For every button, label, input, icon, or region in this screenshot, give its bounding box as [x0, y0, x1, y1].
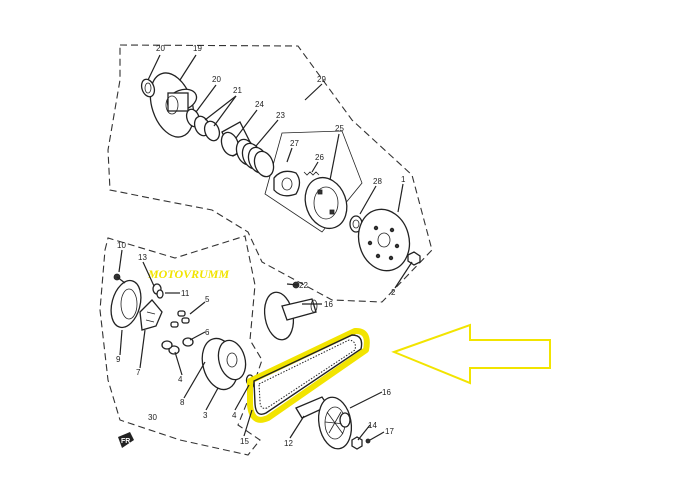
- cover-plate-part-9: [110, 279, 142, 329]
- part-label: 1: [401, 175, 406, 184]
- part-label: 15: [240, 437, 249, 446]
- fan-pulley-part-16b: [317, 396, 353, 450]
- part-label: 13: [138, 253, 147, 262]
- part-label: 6: [205, 328, 210, 337]
- part-label: 11: [181, 289, 190, 298]
- spring-part-23: [235, 138, 275, 178]
- part-label: 9: [116, 355, 121, 364]
- part-label: 4: [178, 375, 183, 384]
- part-label: 27: [290, 139, 299, 148]
- clutch-drum-part-1: [357, 208, 411, 272]
- part-label: 30: [148, 413, 157, 422]
- watermark-text: MOTOVRUMM: [147, 267, 229, 281]
- nut-part-14: [351, 436, 363, 450]
- front-marker-label: FR: [121, 438, 130, 445]
- part-label: 22: [299, 281, 308, 290]
- part-label: 23: [276, 111, 285, 120]
- bolt-part-10: [113, 273, 126, 284]
- part-label: 26: [315, 153, 324, 162]
- part-label: 28: [373, 177, 382, 186]
- slider-parts-5: [170, 310, 190, 328]
- highlight-arrow: [391, 323, 551, 385]
- part-label: 5: [205, 295, 210, 304]
- part-label: 24: [255, 100, 264, 109]
- leader-lines: [118, 54, 413, 441]
- part-label: 14: [368, 421, 377, 430]
- part-label: 16: [324, 300, 333, 309]
- part-label: 19: [193, 44, 202, 53]
- part-label: 3: [203, 411, 208, 420]
- nut-part-2: [407, 251, 421, 266]
- spring-part-26: [303, 171, 320, 176]
- part-label: 21: [233, 86, 242, 95]
- fixed-sheave-part: [149, 72, 198, 138]
- part-label: 7: [136, 368, 141, 377]
- assembly-outline-lower: [99, 235, 263, 456]
- part-label: 20: [156, 44, 165, 53]
- part-label: 8: [180, 398, 185, 407]
- part-label: 12: [284, 439, 293, 448]
- part-label: 16: [382, 388, 391, 397]
- secondary-sheave-part-16a: [263, 291, 318, 341]
- ring-parts-20-21: [185, 108, 221, 142]
- part-label: 10: [117, 241, 126, 250]
- part-label: 17: [385, 427, 394, 436]
- part-number-labels: 20 19 20 21 24 23 29 25 27 26 28 1 2 10 …: [116, 44, 406, 448]
- front-direction-marker: FR: [118, 432, 134, 448]
- roller-parts-6: [161, 337, 194, 355]
- part-label: 20: [212, 75, 221, 84]
- plate-part-27: [273, 170, 301, 197]
- washer-part-20a: [140, 78, 156, 98]
- assembly-outline-upper: [107, 44, 433, 303]
- part-label: 25: [335, 124, 344, 133]
- washer-part-11: [156, 289, 164, 299]
- washer-part-17: [365, 438, 371, 444]
- movable-sheave-part-3: [201, 337, 247, 391]
- clutch-cover-part-25: [304, 176, 348, 230]
- ramp-plate-part-7: [139, 299, 163, 331]
- part-label: 29: [317, 75, 326, 84]
- part-label: 2: [391, 288, 396, 297]
- part-label: 4: [232, 411, 237, 420]
